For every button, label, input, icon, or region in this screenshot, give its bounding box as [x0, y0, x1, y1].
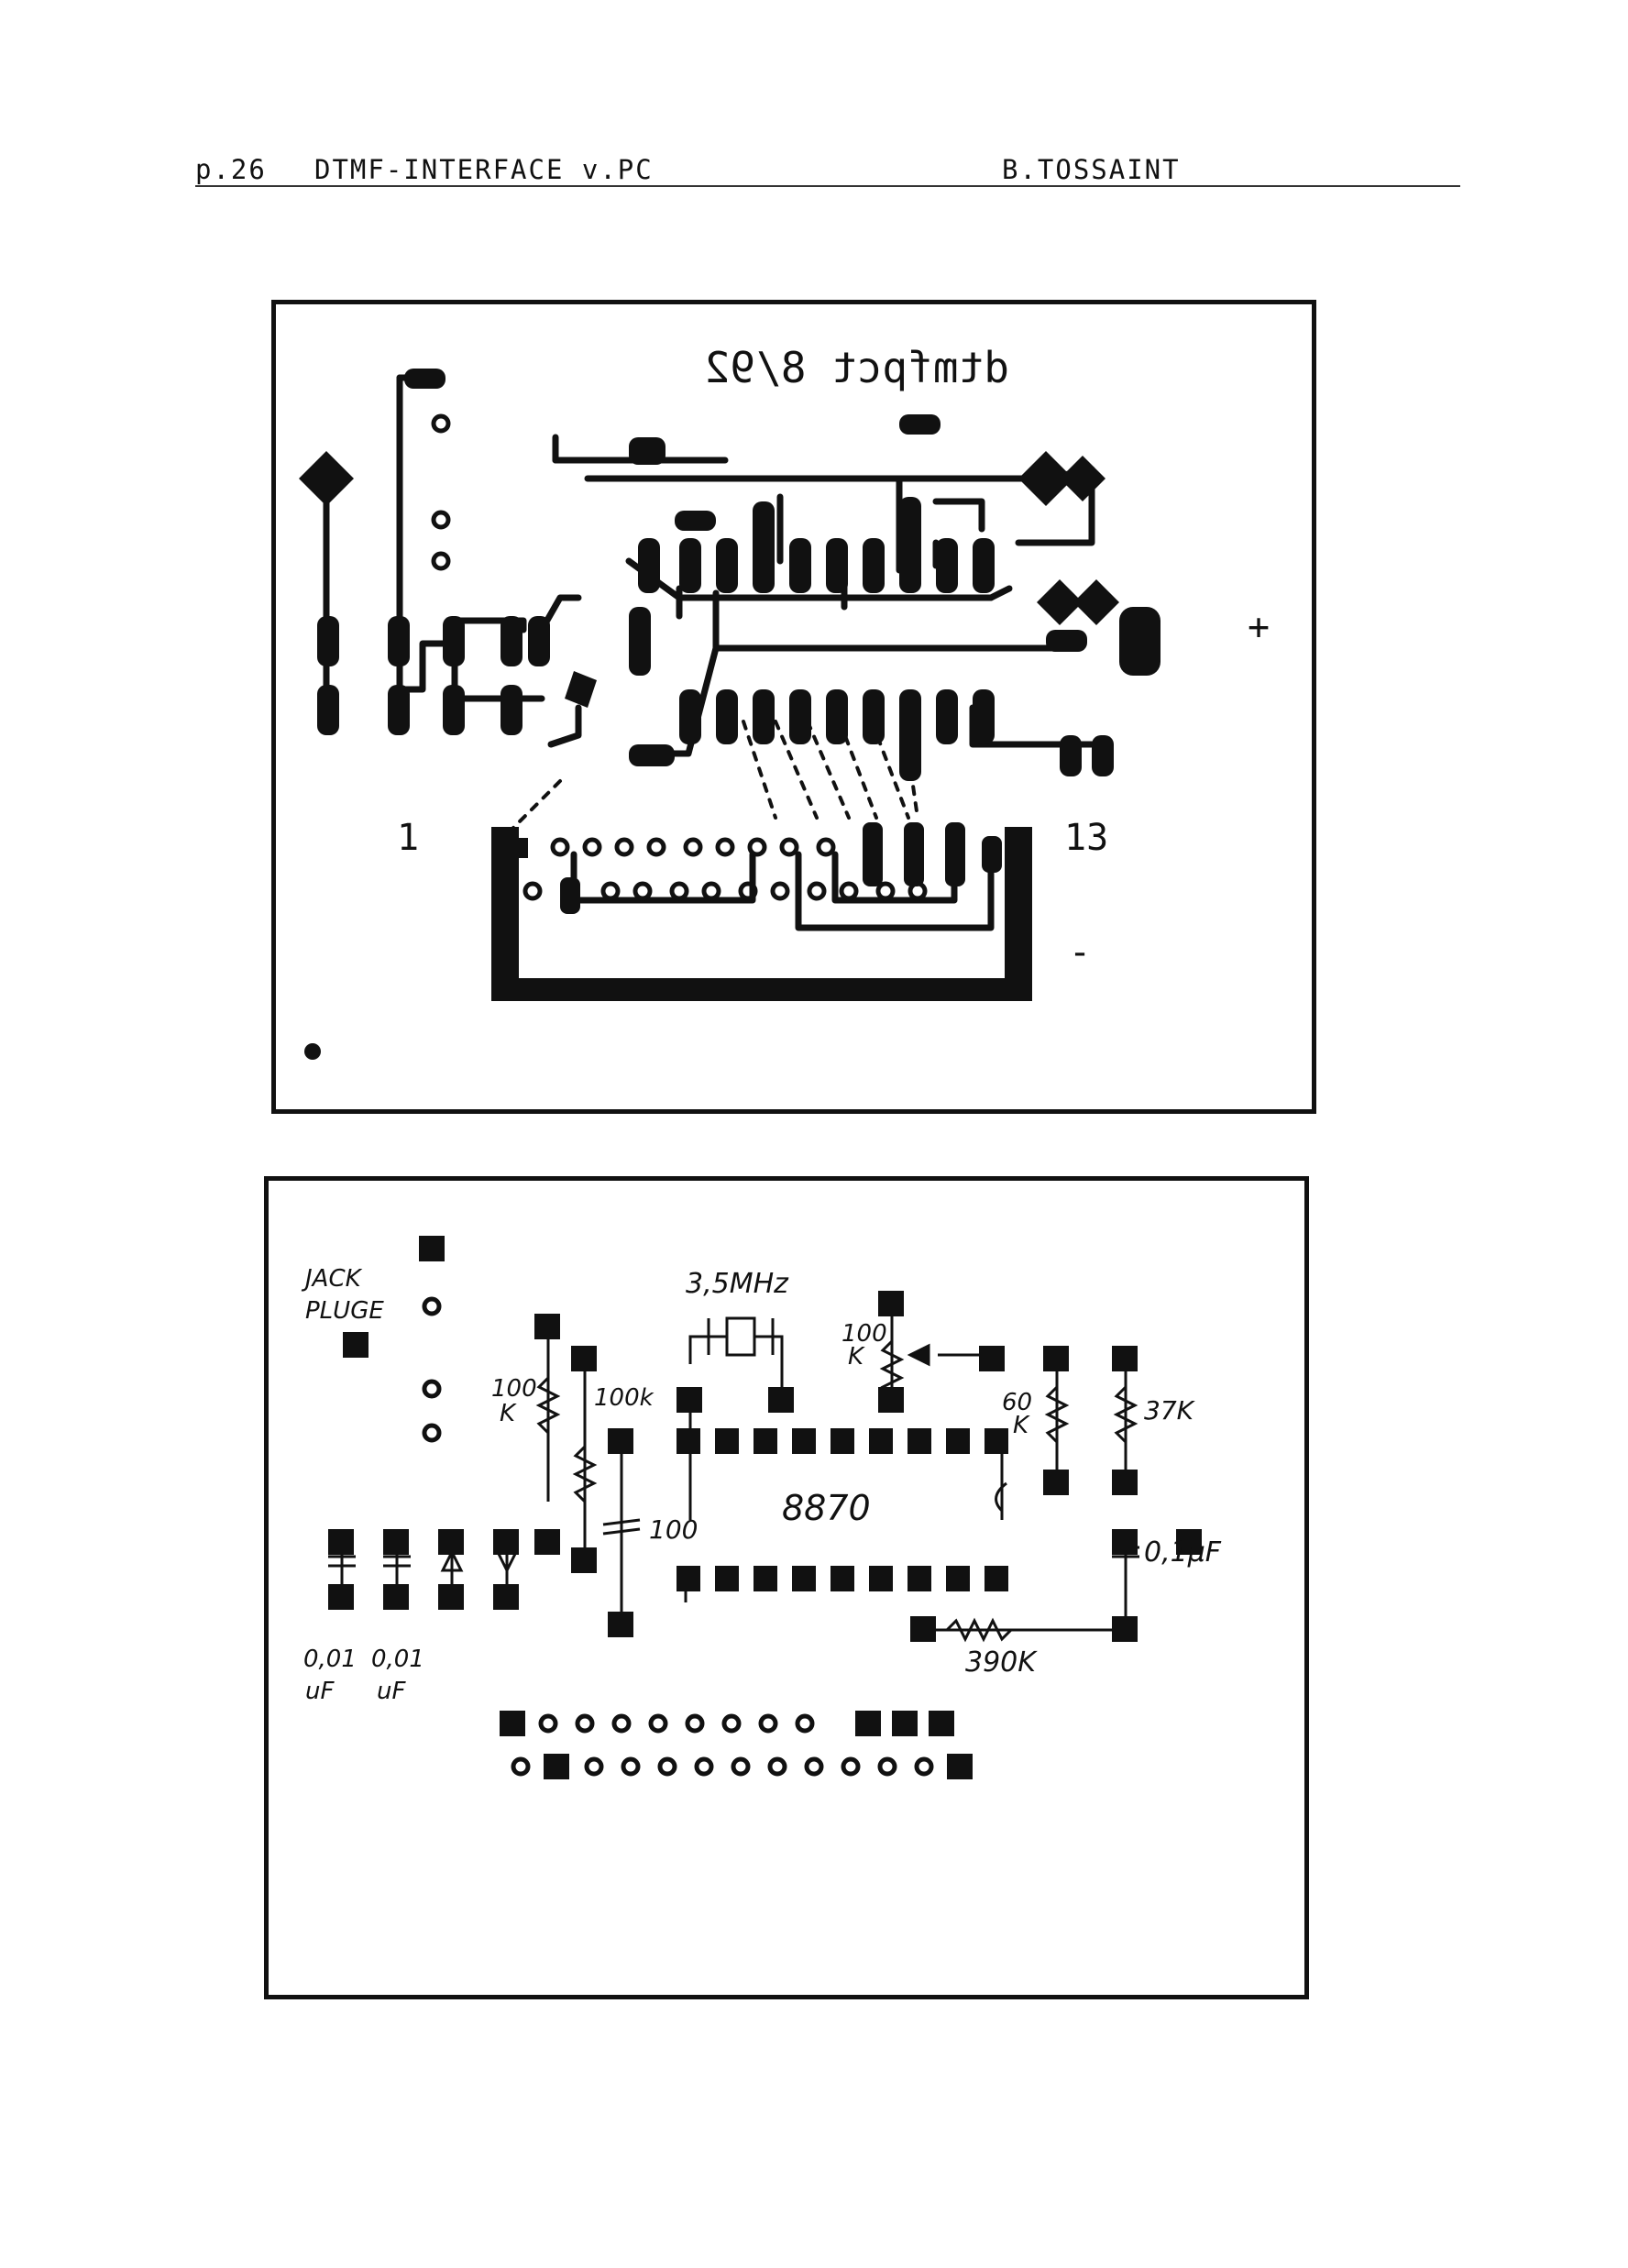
author: B.TOSSAINT — [1002, 154, 1181, 185]
component-layout: JACK PLUGE 3,5MHz 100 K 100k 100 K 60 K … — [301, 1236, 1222, 1779]
copper-side-board: dtmfpct 8/92 1 13 + - — [271, 300, 1316, 1114]
r-60-unit: K — [1013, 1412, 1030, 1439]
crystal-label: 3,5MHz — [686, 1268, 789, 1300]
cap-a-unit: uF — [305, 1678, 335, 1705]
r-mid-label: 100k — [594, 1384, 654, 1412]
page-header: p.26 DTMF-INTERFACE v.PC B.TOSSAINT — [195, 154, 1460, 187]
cap-01-label: 0,1μF — [1144, 1536, 1222, 1569]
component-side-board: JACK PLUGE 3,5MHz 100 K 100k 100 K 60 K … — [264, 1176, 1309, 1999]
cap-a-label: 0,01 — [303, 1646, 357, 1673]
document-title: DTMF-INTERFACE v.PC — [314, 154, 654, 185]
r-left-label: 100 — [491, 1375, 537, 1403]
r-pot-label: 100 — [842, 1320, 887, 1348]
page-number: p.26 — [195, 154, 267, 185]
ic-label: 8870 — [782, 1488, 871, 1528]
plus-label: + — [1248, 606, 1270, 648]
r-390-label: 390K — [965, 1646, 1038, 1679]
pin1-label: 1 — [397, 817, 419, 859]
cap-b-unit: uF — [377, 1678, 406, 1705]
r-pot-unit: K — [848, 1343, 865, 1371]
r-37-label: 37K — [1144, 1395, 1196, 1426]
r-60-label: 60 — [1002, 1389, 1032, 1416]
cap-100-label: 100 — [649, 1514, 698, 1545]
cap-b-label: 0,01 — [371, 1646, 424, 1673]
copper-layout: dtmfpct 8/92 1 13 + - — [299, 343, 1270, 1060]
jack-label: JACK — [301, 1265, 363, 1293]
plug-label: PLUGE — [305, 1297, 384, 1325]
pin13-label: 13 — [1064, 817, 1108, 859]
minus-label: - — [1069, 931, 1091, 974]
r-left-unit: K — [500, 1400, 517, 1427]
mirrored-board-id: dtmfpct 8/92 — [705, 343, 1009, 392]
